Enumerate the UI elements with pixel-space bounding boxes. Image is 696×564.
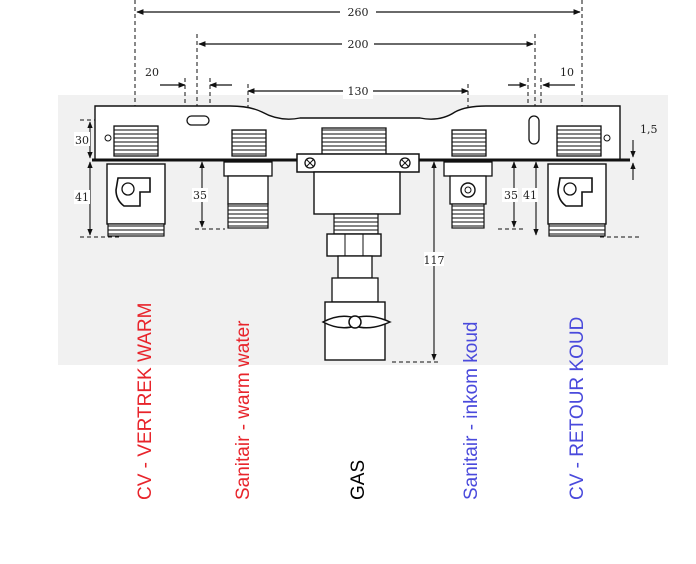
svg-text:30: 30	[75, 134, 89, 147]
fitting-cv-retour	[547, 125, 607, 237]
svg-text:35: 35	[193, 189, 207, 202]
dimension-gas-depth: 117	[424, 161, 445, 361]
svg-text:41: 41	[75, 191, 89, 204]
svg-text:117: 117	[424, 254, 445, 267]
dimension-outer-holes: 200	[198, 36, 534, 52]
fitting-sanitair-koud	[443, 129, 493, 229]
slot-right	[528, 115, 540, 145]
dimension-overall: 260	[136, 4, 581, 20]
dimension-left-inner: 35	[192, 161, 208, 228]
svg-text:35: 35	[504, 189, 518, 202]
dim-outer-holes: 200	[348, 38, 369, 51]
dimension-inner: 130	[247, 83, 469, 99]
dimension-left-offset: 20	[145, 66, 232, 88]
fitting-sanitair-warm	[223, 129, 273, 229]
dimension-top-height: 30	[74, 121, 93, 159]
dimension-right-offset: 10	[508, 66, 575, 88]
label-sanitair-inkom-koud: Sanitair - inkom koud	[461, 321, 482, 500]
svg-text:41: 41	[523, 189, 537, 202]
svg-text:1,5: 1,5	[640, 123, 658, 136]
dimension-plate-thickness: 1,5	[630, 123, 658, 180]
dim-inner: 130	[348, 85, 369, 98]
dimension-left-fitting: 41	[74, 161, 93, 236]
dimension-right-fitting: 41	[522, 161, 539, 236]
dim-right-offset: 10	[560, 66, 574, 79]
dim-left-offset: 20	[145, 66, 159, 79]
label-cv-vertrek-warm: CV - VERTREK WARM	[135, 302, 156, 500]
dim-overall: 260	[348, 6, 369, 19]
label-sanitair-warm-water: Sanitair - warm water	[233, 320, 254, 501]
gas-valve	[296, 127, 420, 361]
slot-left	[186, 115, 210, 126]
label-gas: GAS	[348, 459, 369, 500]
dimension-right-inner: 35	[502, 161, 518, 228]
fitting-cv-vertrek	[106, 125, 166, 237]
label-cv-retour-koud: CV - RETOUR KOUD	[567, 316, 588, 500]
